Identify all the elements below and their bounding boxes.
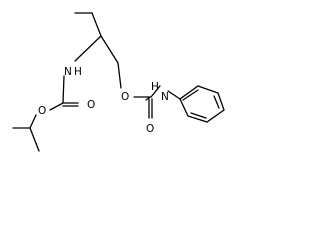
atom-o-right-ester: O bbox=[121, 91, 129, 103]
bond-ch-to-n-left bbox=[74, 35, 102, 62]
bond-carbonyl-to-o-left bbox=[49, 102, 64, 111]
bond-ch-to-ch2 bbox=[100, 35, 119, 64]
bond-n-to-carbonyl-left bbox=[62, 75, 65, 104]
atom-n-right: N bbox=[161, 91, 169, 103]
atom-h-left: H bbox=[74, 66, 82, 78]
atom-h-right: H bbox=[151, 81, 159, 93]
structure-canvas: N H O O O O N H bbox=[12, 12, 225, 152]
bond-ethyl-ch2 bbox=[91, 12, 102, 37]
atom-o-right-carbonyl: O bbox=[146, 123, 154, 135]
bond-o-to-isopropyl bbox=[29, 114, 37, 129]
phenyl-ring bbox=[179, 85, 225, 123]
bond-carbonyl-to-n-right bbox=[145, 96, 151, 101]
atom-n-left: N bbox=[64, 66, 72, 78]
bond-n-right-to-ring bbox=[167, 90, 181, 100]
bond-carbonyl-to-n-right-main bbox=[150, 85, 161, 98]
bond-ch2-to-o bbox=[117, 62, 122, 89]
molecule-structure: N H O O O O N H bbox=[12, 12, 225, 152]
phenyl-inner-bond-2 bbox=[213, 95, 220, 109]
phenyl-inner-bond-3 bbox=[182, 89, 199, 101]
bond-isopropyl-down bbox=[29, 127, 40, 152]
phenyl-inner-bond-1 bbox=[190, 112, 207, 119]
atom-o-left-carbonyl: O bbox=[87, 99, 95, 111]
atom-o-left-ester: O bbox=[38, 105, 46, 117]
